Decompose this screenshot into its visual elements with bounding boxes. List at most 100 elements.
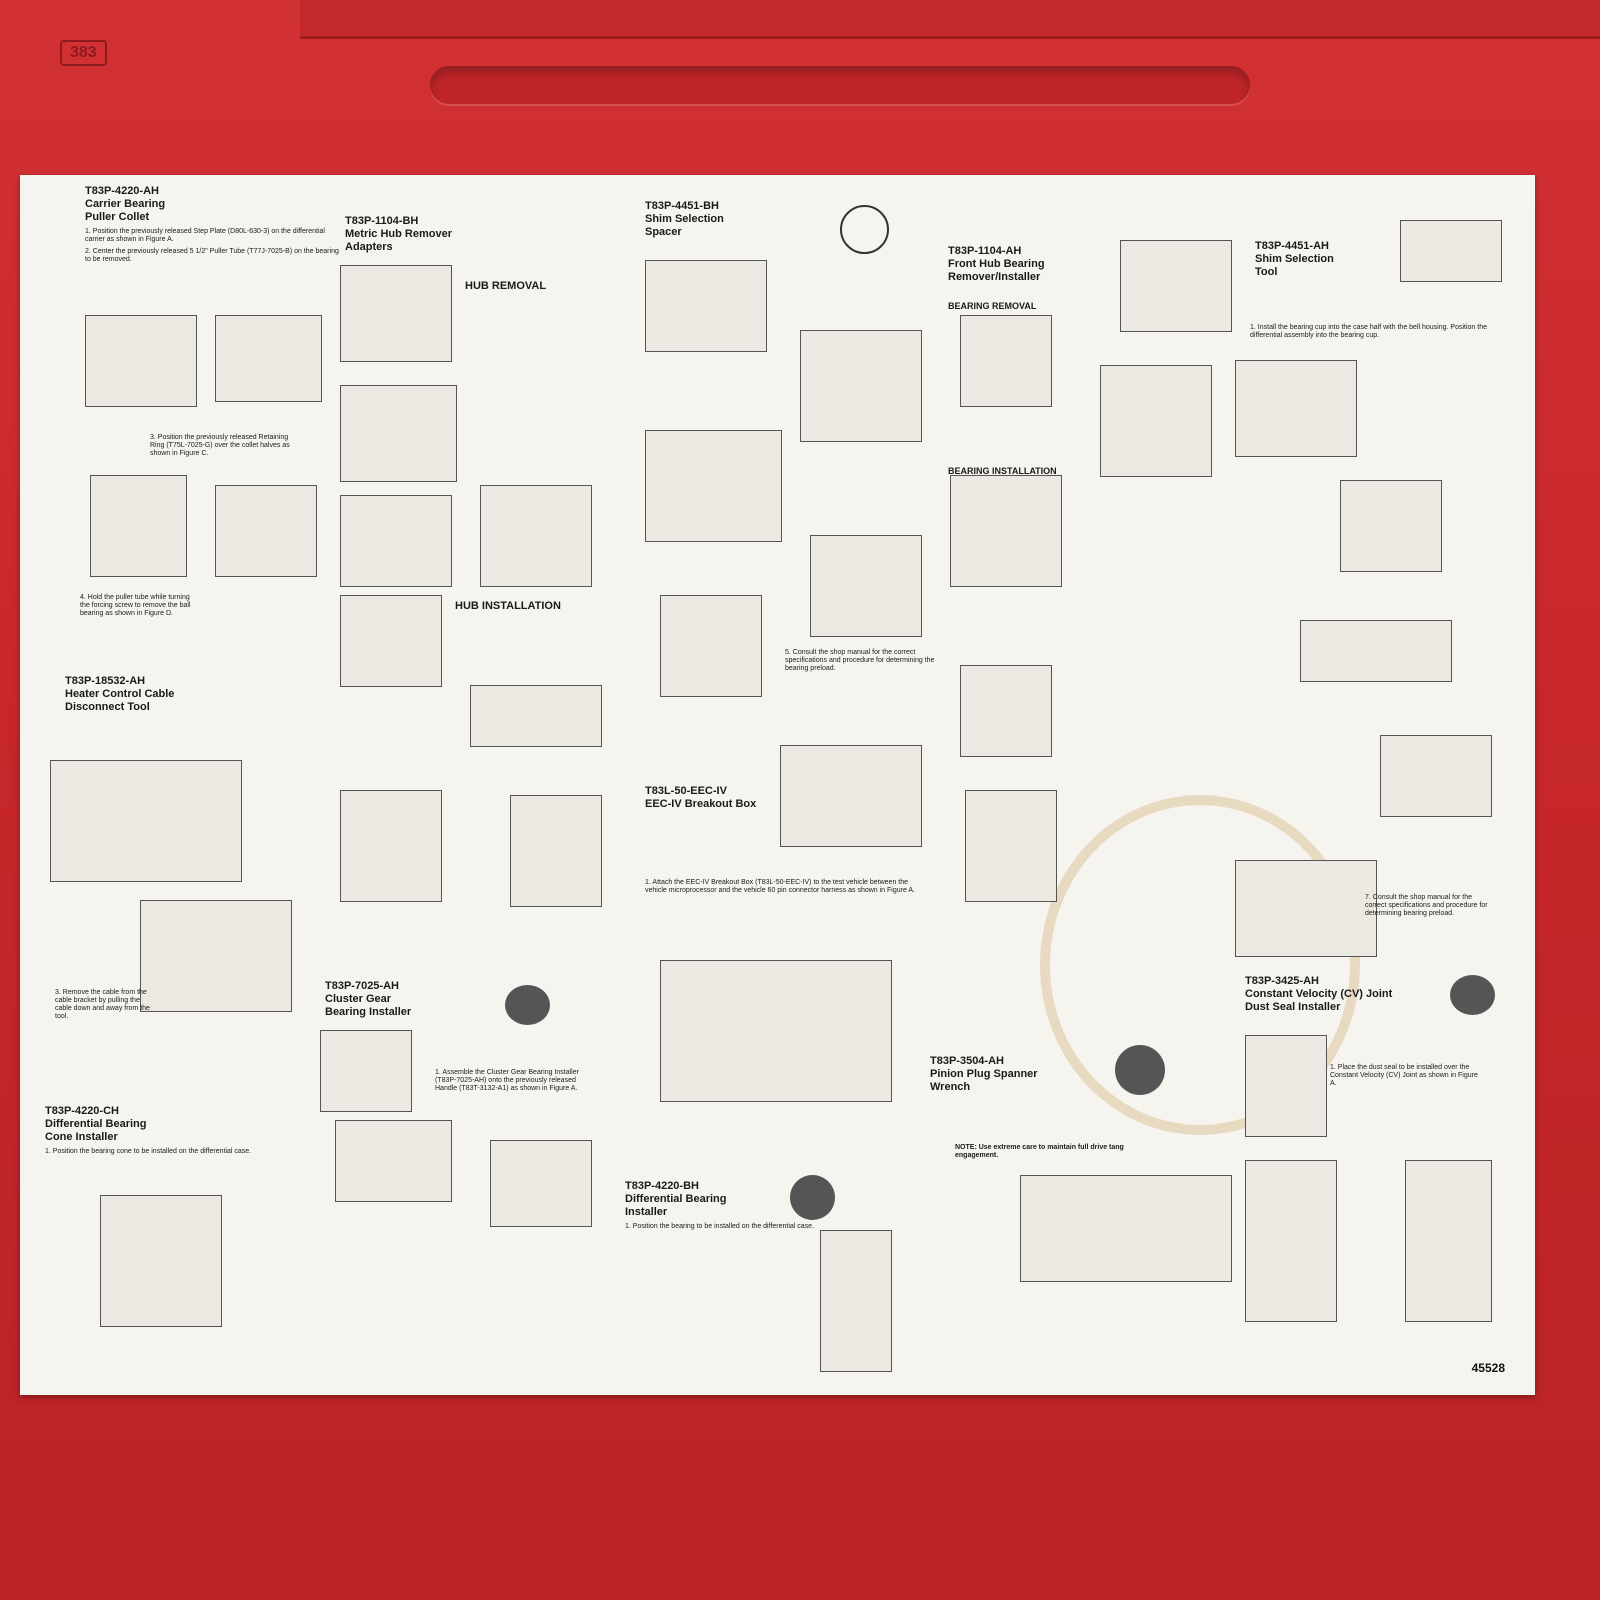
hub-installation-heading: HUB INSTALLATION	[455, 600, 561, 613]
figure-image	[1100, 365, 1212, 477]
figure-image	[50, 760, 242, 882]
figure-image	[1400, 220, 1502, 282]
section-cluster-step1: 1. Assemble the Cluster Gear Bearing Ins…	[435, 1065, 595, 1093]
section-code: T83P-7025-AH	[325, 980, 399, 992]
note-text: NOTE: Use extreme care to maintain full …	[955, 1144, 1124, 1159]
figure-image	[85, 315, 197, 407]
subheading: HUB INSTALLATION	[455, 600, 561, 612]
figure-image	[1340, 480, 1442, 572]
step-text: 1. Install the bearing cup into the case…	[1250, 324, 1487, 339]
section-eec-step1: 1. Attach the EEC-IV Breakout Box (T83L-…	[645, 875, 925, 895]
section-metric-hub: T83P-1104-BH Metric Hub Remover Adapters	[345, 215, 455, 254]
figure-image	[320, 1030, 412, 1112]
step-text: 3. Position the previously released Reta…	[150, 434, 290, 457]
section-heater-cable: T83P-18532-AH Heater Control Cable Disco…	[65, 675, 195, 714]
section-title: Constant Velocity (CV) Joint Dust Seal I…	[1245, 988, 1393, 1013]
figure-image	[340, 790, 442, 902]
figure-image	[340, 265, 452, 362]
figure-image	[215, 485, 317, 577]
section-eec-iv: T83L-50-EEC-IV EEC-IV Breakout Box	[645, 785, 756, 811]
figure-image	[960, 315, 1052, 407]
case-stamp: 383	[60, 40, 107, 66]
section-title: Shim Selection Tool	[1255, 253, 1334, 278]
figure-image	[1120, 240, 1232, 332]
section-code: T83P-1104-AH	[948, 245, 1022, 257]
step-text: 2. Center the previously released 5 1/2"…	[85, 248, 339, 263]
section-title: Differential Bearing Installer	[625, 1193, 727, 1218]
section-code: T83P-4451-AH	[1255, 240, 1329, 252]
section-pinion-note: NOTE: Use extreme care to maintain full …	[955, 1140, 1155, 1160]
section-title: Pinion Plug Spanner Wrench	[930, 1068, 1038, 1093]
figure-image	[965, 790, 1057, 902]
figure-image	[1405, 1160, 1492, 1322]
bearing-installation-heading: BEARING INSTALLATION	[948, 465, 1057, 478]
subheading: BEARING REMOVAL	[948, 301, 1037, 311]
step-text: 1. Attach the EEC-IV Breakout Box (T83L-…	[645, 879, 916, 894]
subheading: BEARING INSTALLATION	[948, 466, 1057, 476]
step-text: 1. Place the dust seal to be installed o…	[1330, 1064, 1478, 1087]
section-title: Cluster Gear Bearing Installer	[325, 993, 412, 1018]
handle-slot	[430, 66, 1250, 104]
step-text: 1. Assemble the Cluster Gear Bearing Ins…	[435, 1069, 579, 1092]
section-shim-tool-step1: 1. Install the bearing cup into the case…	[1250, 320, 1505, 340]
figure-image	[340, 495, 452, 587]
dust-seal-icon	[1450, 975, 1495, 1015]
figure-image	[340, 385, 457, 482]
o-ring-icon	[840, 205, 889, 254]
instruction-sheet: T83P-4220-AH Carrier Bearing Puller Coll…	[20, 175, 1535, 1395]
section-carrier-bearing-step4: 4. Hold the puller tube while turning th…	[80, 590, 200, 618]
case-rim	[300, 0, 1600, 39]
step-text: 5. Consult the shop manual for the corre…	[785, 649, 935, 672]
step-text: 3. Remove the cable from the cable brack…	[55, 989, 150, 1020]
section-title: Metric Hub Remover Adapters	[345, 228, 452, 253]
section-diff-bearing: T83P-4220-BH Differential Bearing Instal…	[625, 1180, 815, 1231]
section-shim-spacer: T83P-4451-BH Shim Selection Spacer	[645, 200, 735, 239]
figure-image	[950, 475, 1062, 587]
section-cluster-gear: T83P-7025-AH Cluster Gear Bearing Instal…	[325, 980, 425, 1019]
figure-image	[100, 1195, 222, 1327]
bearing-installer-icon	[505, 985, 550, 1025]
figure-image	[90, 475, 187, 577]
subheading: HUB REMOVAL	[465, 280, 547, 292]
section-code: T83P-4451-BH	[645, 200, 719, 212]
section-pinion-plug: T83P-3504-AH Pinion Plug Spanner Wrench	[930, 1055, 1040, 1094]
figure-image	[1380, 735, 1492, 817]
section-carrier-bearing: T83P-4220-AH Carrier Bearing Puller Coll…	[85, 185, 345, 264]
section-code: T83P-3425-AH	[1245, 975, 1319, 987]
section-title: Carrier Bearing Puller Collet	[85, 198, 166, 223]
section-code: T83P-18532-AH	[65, 675, 146, 687]
figure-image	[215, 315, 322, 402]
breakout-box-image	[780, 745, 922, 847]
figure-image	[645, 260, 767, 352]
figure-image	[660, 595, 762, 697]
section-heater-step3: 3. Remove the cable from the cable brack…	[55, 985, 155, 1021]
step-text: 7. Consult the shop manual for the corre…	[1365, 894, 1488, 917]
section-shim-tool-step7: 7. Consult the shop manual for the corre…	[1365, 890, 1490, 918]
figure-image	[645, 430, 782, 542]
figure-image	[480, 485, 592, 587]
step-text: 1. Position the previously released Step…	[85, 228, 325, 243]
figure-image	[490, 1140, 592, 1227]
figure-image	[140, 900, 292, 1012]
section-code: T83L-50-EEC-IV	[645, 785, 727, 797]
figure-image	[800, 330, 922, 442]
figure-image	[335, 1120, 452, 1202]
step-text: 1. Position the bearing cone to be insta…	[45, 1148, 252, 1155]
figure-image	[810, 535, 922, 637]
section-code: T83P-3504-AH	[930, 1055, 1004, 1067]
figure-image	[510, 795, 602, 907]
section-title: Shim Selection Spacer	[645, 213, 724, 238]
figure-image	[960, 665, 1052, 757]
sheet-number: 45528	[1471, 1361, 1505, 1375]
section-diff-cone: T83P-4220-CH Differential Bearing Cone I…	[45, 1105, 295, 1156]
section-code: T83P-4220-CH	[45, 1105, 119, 1117]
section-cv-joint: T83P-3425-AH Constant Velocity (CV) Join…	[1245, 975, 1405, 1014]
section-shim-step5: 5. Consult the shop manual for the corre…	[785, 645, 935, 673]
spanner-wrench-icon	[1115, 1045, 1165, 1095]
section-cv-step1: 1. Place the dust seal to be installed o…	[1330, 1060, 1485, 1088]
section-title: Front Hub Bearing Remover/Installer	[948, 258, 1045, 283]
figure-image	[820, 1230, 892, 1372]
figure-image	[1020, 1175, 1232, 1282]
section-carrier-bearing-step3: 3. Position the previously released Reta…	[150, 430, 300, 458]
figure-image	[1235, 860, 1377, 957]
